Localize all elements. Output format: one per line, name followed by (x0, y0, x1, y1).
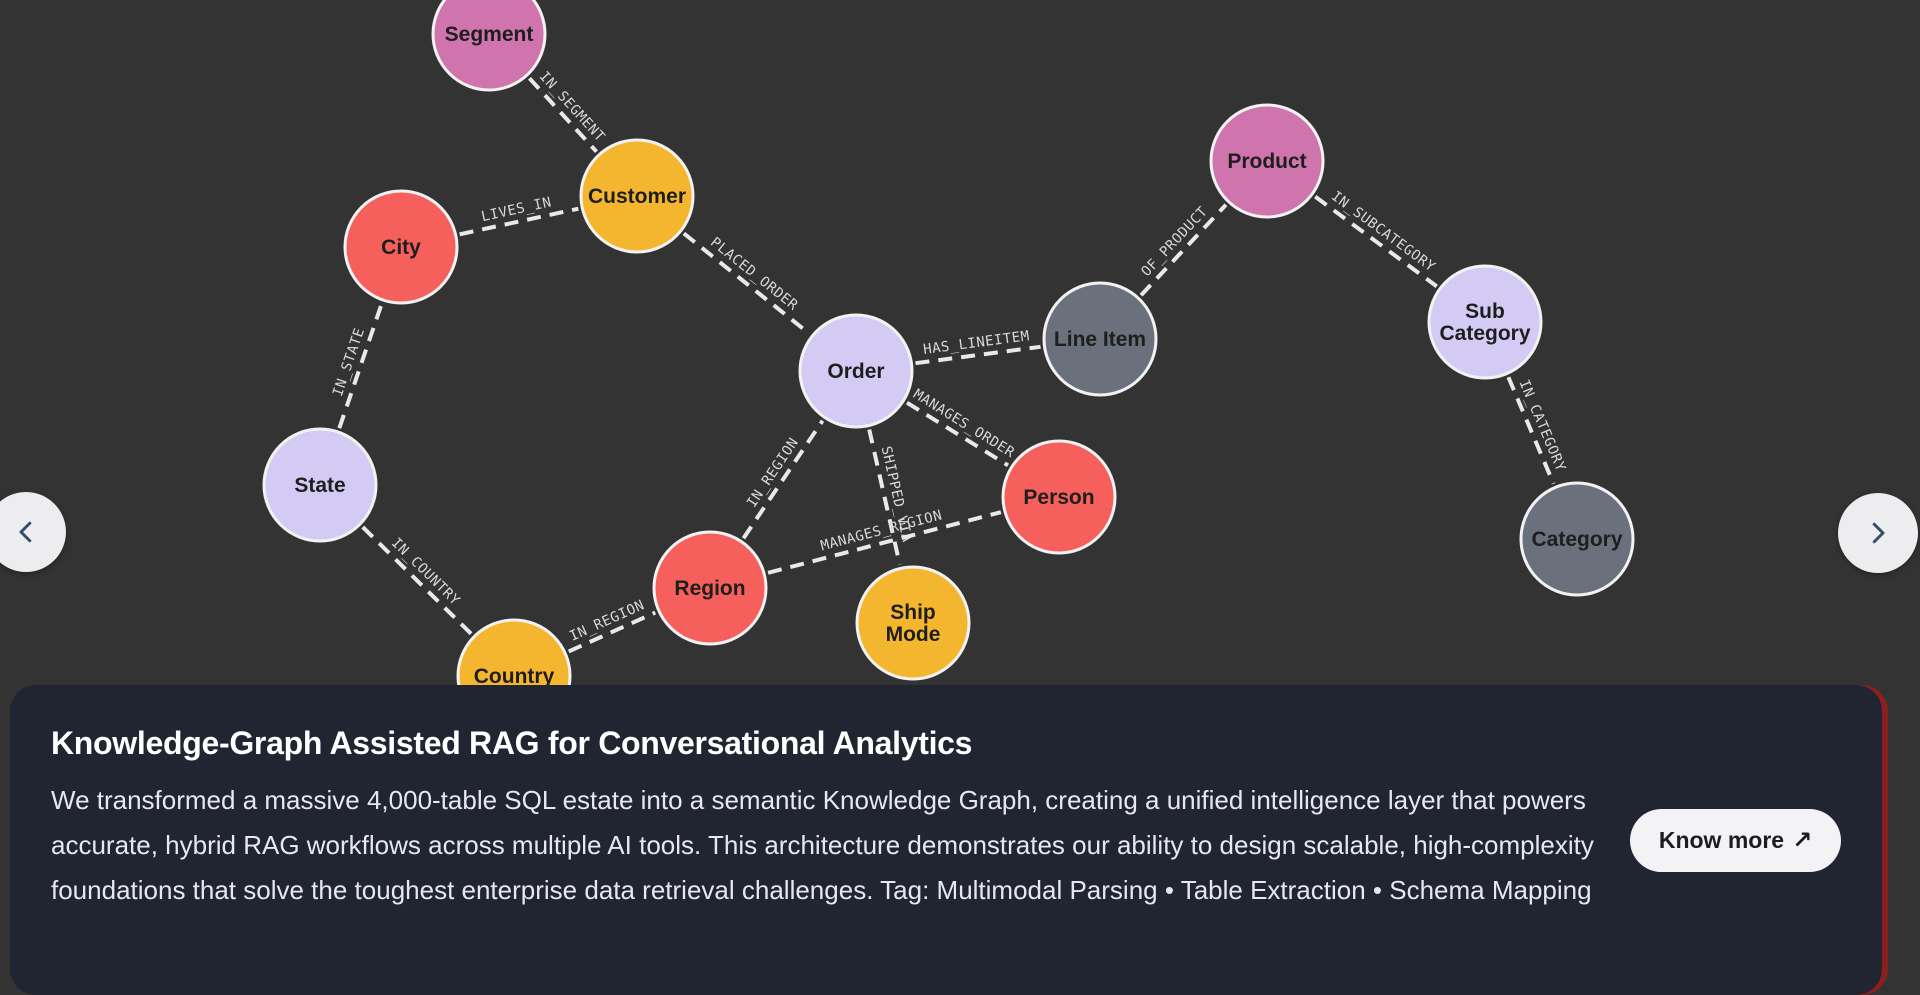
chevron-left-icon (19, 521, 32, 543)
graph-edge-order-lineitem (915, 344, 1041, 366)
node-label-product: Product (1227, 150, 1306, 173)
edge-label-in-segment: IN_SEGMENT (536, 69, 608, 146)
graph-edge-city-customer (459, 206, 579, 237)
graph-node-order[interactable]: Order (798, 313, 914, 429)
graph-edge-state-country (361, 525, 473, 636)
node-circle-region (652, 530, 768, 646)
edge-label-placed-order: PLACED_ORDER (707, 234, 801, 313)
graph-edge-region-person (767, 510, 1002, 575)
know-more-label: Know more (1658, 827, 1785, 853)
graph-node-person[interactable]: Person (1001, 439, 1117, 555)
node-circle-product (1209, 103, 1325, 219)
node-label-region: Region (674, 577, 745, 600)
edge-label-in-country: IN_COUNTRY (388, 535, 463, 609)
graph-edge-order-person (905, 400, 1010, 468)
edge-label-in-subcategory: IN_SUBCATEGORY (1328, 188, 1438, 275)
graph-edge-region-order (741, 419, 825, 540)
edge-label-manages-order: MANAGES_ORDER (910, 386, 1017, 461)
node-circle-city (343, 189, 459, 305)
node-label-country: Country (474, 665, 555, 688)
graph-edge-country-region (567, 610, 657, 654)
node-circle-order (798, 313, 914, 429)
previous-slide-button[interactable] (0, 492, 66, 572)
node-label-person: Person (1023, 486, 1094, 509)
node-label-city: City (381, 236, 421, 259)
arrow-up-right-icon: ↗ (1792, 827, 1813, 854)
node-circle-customer (579, 138, 695, 254)
node-label-order: Order (827, 360, 884, 383)
edge-label-in-region: IN_REGION (744, 435, 802, 511)
node-label-category: Category (1531, 528, 1622, 551)
project-card: Knowledge-Graph Assisted RAG for Convers… (10, 685, 1882, 995)
card-description: We transformed a massive 4,000-table SQL… (51, 785, 1594, 905)
graph-node-city[interactable]: City (343, 189, 459, 305)
graph-edge-order-shipmode (867, 429, 902, 565)
edge-label-of-product: OF_PRODUCT (1138, 204, 1211, 280)
node-circle-segment (431, 0, 547, 92)
node-circle-state (262, 427, 378, 543)
graph-node-segment[interactable]: Segment (431, 0, 547, 92)
node-label-segment: Segment (445, 23, 534, 46)
know-more-button[interactable]: Know more ↗ (1630, 809, 1841, 872)
node-circle-person (1001, 439, 1117, 555)
graph-edge-lineitem-product (1139, 203, 1228, 297)
next-slide-button[interactable] (1838, 493, 1918, 573)
graph-node-customer[interactable]: Customer (579, 138, 695, 254)
node-circle-shipmode (855, 565, 971, 681)
graph-node-lineitem[interactable]: Line Item (1042, 281, 1158, 397)
node-circle-category (1519, 481, 1635, 597)
node-label-customer: Customer (588, 185, 686, 208)
node-label-lineitem: Line Item (1054, 328, 1146, 351)
graph-edge-segment-customer (527, 76, 599, 154)
chevron-right-icon (1872, 522, 1885, 544)
node-circle-lineitem (1042, 281, 1158, 397)
node-circle-subcategory (1427, 264, 1543, 380)
graph-edge-subcategory-category (1506, 376, 1556, 485)
edge-label-has-lineitem: HAS_LINEITEM (922, 328, 1030, 358)
edge-label-in-category: IN_CATEGORY (1516, 377, 1569, 474)
graph-node-state[interactable]: State (262, 427, 378, 543)
card-title: Knowledge-Graph Assisted RAG for Convers… (51, 725, 973, 761)
graph-node-region[interactable]: Region (652, 530, 768, 646)
node-label-state: State (294, 474, 345, 497)
graph-edge-product-subcategory (1314, 195, 1438, 288)
graph-edge-customer-order (682, 231, 811, 336)
graph-node-category[interactable]: Category (1519, 481, 1635, 597)
graph-node-product[interactable]: Product (1209, 103, 1325, 219)
